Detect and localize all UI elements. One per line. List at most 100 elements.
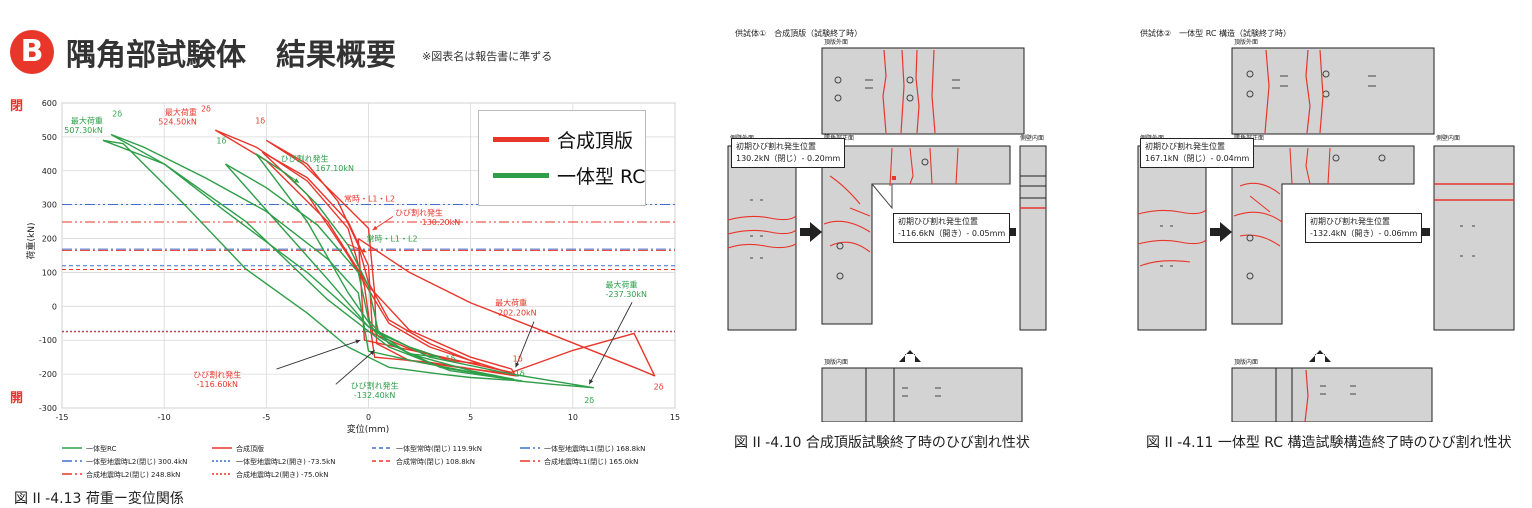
annotation-label: 2δ xyxy=(654,382,664,391)
series-line xyxy=(255,153,441,358)
annotation-arrow xyxy=(276,339,361,370)
bolt-hole xyxy=(1246,272,1254,280)
annotation-label: -116.60kN xyxy=(197,380,239,389)
bottom-inner-panel xyxy=(821,367,1023,422)
chart-series xyxy=(102,129,656,389)
series-line xyxy=(110,133,594,389)
corner-haunch xyxy=(871,183,1010,210)
bottom-inner-label: 頂版内面 xyxy=(824,358,848,366)
bolt-hole xyxy=(921,158,929,166)
y-tick-label: 200 xyxy=(42,235,57,244)
specimen-2-title: 供試体② 一体型 RC 構造（試験終了時） xyxy=(1140,29,1292,38)
series-line xyxy=(224,163,515,380)
annotation-label: ひび割れ発生 xyxy=(395,208,443,218)
note-line: 初期ひび割れ発生位置 xyxy=(898,217,978,226)
series-line xyxy=(261,151,482,365)
bolt-hole xyxy=(1246,70,1254,78)
title-part-2: 結果概要 xyxy=(276,38,396,73)
gauge-marks xyxy=(1460,225,1475,257)
legend-label: 一体型 RC xyxy=(557,166,646,188)
opening-side-label: 開 xyxy=(10,391,24,406)
bottom-legend-label: 合成地震時L1(閉じ) 165.0kN xyxy=(544,457,638,466)
annotation-label: 1δ xyxy=(515,369,525,378)
bottom-inner-label: 頂版内面 xyxy=(1234,358,1258,366)
right-inner-panel xyxy=(1433,145,1515,331)
y-tick-label: -200 xyxy=(39,370,57,379)
figure-caption-specimen-2: 図 II -4.11 一体型 RC 構造試験構造終了時のひび割れ性状 xyxy=(1146,435,1512,451)
x-tick-label: 0 xyxy=(366,413,371,422)
view-arrow-up xyxy=(899,350,921,362)
chart-annotations: 最大荷重507.30kN2δ1δ最大荷重524.50kN2δ1δひび割れ発生16… xyxy=(64,104,663,404)
annotation-arrowhead xyxy=(369,350,375,355)
title-part-1: 隅角部試験体 xyxy=(66,38,246,73)
annotation-arrow xyxy=(274,165,300,184)
crack-lines xyxy=(1304,369,1309,422)
y-tick-label: 600 xyxy=(42,99,57,108)
annotation-label: 524.50kN xyxy=(158,117,197,126)
right-inner-label: 側壁内面 xyxy=(1020,134,1044,142)
annotation-label: 1δ xyxy=(513,355,523,364)
bolt-hole xyxy=(906,94,914,102)
legend-swatch-red xyxy=(493,137,549,142)
annotation-arrowhead xyxy=(294,178,300,183)
x-axis-label: 変位(mm) xyxy=(347,423,390,435)
bolt-hole xyxy=(834,76,842,84)
joint-lines xyxy=(1020,175,1046,209)
annotation-arrowhead xyxy=(589,379,594,385)
top-outer-label: 頂版外面 xyxy=(1234,38,1258,46)
bottom-legend-label: 合成常時(閉じ) 108.8kN xyxy=(396,457,475,466)
note-line: 130.2kN（閉じ）- 0.20mm xyxy=(736,154,841,163)
legend-item-composite: 合成頂版 xyxy=(493,125,643,153)
x-tick-label: -5 xyxy=(262,413,270,422)
crack-origin-marker xyxy=(892,176,896,180)
series-line xyxy=(102,139,523,382)
bolt-hole xyxy=(1246,90,1254,98)
bolt-hole xyxy=(1246,234,1254,242)
gauge-marks xyxy=(902,387,941,397)
header-note: ※図表名は報告書に準ずる xyxy=(422,50,553,63)
bolt-hole xyxy=(1322,70,1330,78)
annotation-label: 1δ xyxy=(216,137,226,146)
note-line: 167.1kN（閉じ）- 0.04mm xyxy=(1145,154,1250,163)
y-tick-label: 300 xyxy=(42,201,57,210)
view-arrow-up xyxy=(1309,350,1331,362)
annotation-label: 1δ xyxy=(445,355,455,364)
specimen-1-title: 供試体① 合成頂版（試験終了時） xyxy=(735,29,863,38)
bolt-hole xyxy=(836,272,844,280)
view-arrow-right xyxy=(1210,222,1232,242)
bolt-hole xyxy=(836,242,844,250)
annotation-label: ひび割れ発生 xyxy=(193,370,241,380)
legend-swatch-green xyxy=(493,173,549,178)
annotation-label: 2δ xyxy=(112,110,122,119)
gauge-marks xyxy=(1320,385,1356,395)
joint-lines xyxy=(865,368,895,422)
section-badge: B xyxy=(10,30,54,74)
top-outer-label: 頂版外面 xyxy=(824,38,848,46)
x-tick-label: 15 xyxy=(670,413,680,422)
joint-lines xyxy=(1275,368,1293,422)
gauge-marks xyxy=(1280,75,1376,87)
top-outer-panel xyxy=(1231,47,1435,135)
annotation-arrow xyxy=(335,350,375,385)
bottom-legend-label: 合成頂版 xyxy=(236,444,264,453)
annotation-arrowhead xyxy=(355,339,361,344)
view-arrow-right xyxy=(800,222,822,242)
crack-lines xyxy=(1434,183,1514,201)
annotation-label: -202.20kN xyxy=(495,308,537,317)
page-title: 隅角部試験体結果概要 xyxy=(66,30,396,74)
gauge-marks xyxy=(1160,225,1173,267)
bolt-hole xyxy=(834,94,842,102)
x-tick-label: 10 xyxy=(568,413,578,422)
annotation-label: -237.30kN xyxy=(606,290,648,299)
bolt-hole xyxy=(906,76,914,84)
annotation-label: 130.20kN xyxy=(422,218,461,227)
right-inner-label: 側壁内面 xyxy=(1436,134,1460,142)
annotation-label: 167.10kN xyxy=(315,164,354,173)
closing-side-label: 閉 xyxy=(10,99,24,114)
annotation-arrowhead xyxy=(361,248,367,253)
annotation-label: 常時・L1・L2 xyxy=(344,194,395,203)
crack-lines xyxy=(823,147,959,253)
